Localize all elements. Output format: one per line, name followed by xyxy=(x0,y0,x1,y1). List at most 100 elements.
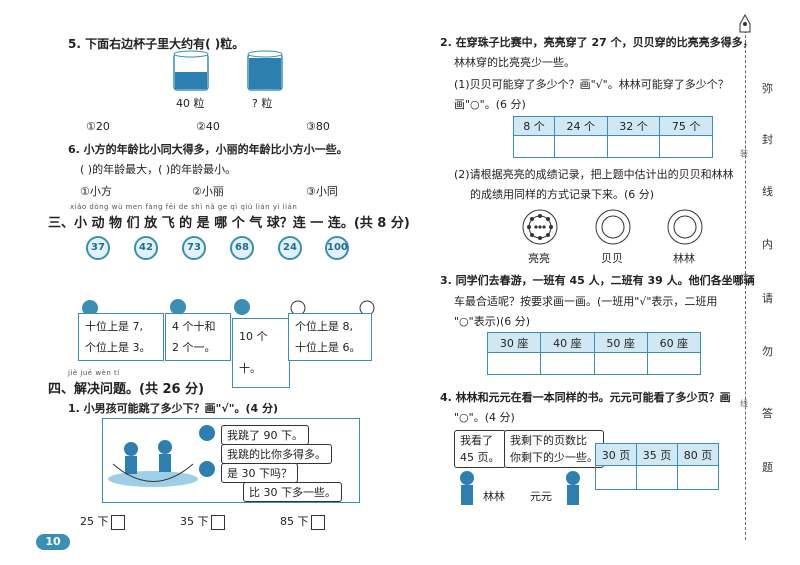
seal-char-2: 封 xyxy=(762,133,773,146)
q3-text-2: 车最合适呢？按要求画一画。(一班用"√"表示，二班用 xyxy=(454,295,718,308)
q3-answer-cell[interactable] xyxy=(593,352,648,375)
q4-answer-cell[interactable] xyxy=(595,465,637,490)
q5-text: 5. 下面右边杯子里大约有( )粒。 xyxy=(68,37,245,51)
answer-25[interactable]: 25 下 xyxy=(80,513,125,530)
animal-heads xyxy=(82,299,375,316)
q3-answer-cell[interactable] xyxy=(540,352,595,375)
q3-table: 30 座 40 座 50 座 60 座 xyxy=(486,332,702,375)
answer-85-label: 85 下 xyxy=(280,515,309,528)
seal-dashed-line xyxy=(745,20,746,540)
q3-text-1: 3. 同学们去春游，一班有 45 人，二班有 39 人。他们各坐哪辆 xyxy=(440,274,755,287)
name-linlin: 林林 xyxy=(673,252,695,265)
q3-answer-cell[interactable] xyxy=(486,352,542,375)
children-figures xyxy=(460,471,580,505)
q2-text-2: 林林穿的比亮亮少一些。 xyxy=(454,56,575,69)
name-linlin-q4: 林林 xyxy=(483,490,505,503)
bubble-linlin-line-2: 45 页。 xyxy=(460,451,500,464)
q4-table: 30 页 35 页 80 页 xyxy=(595,443,719,490)
q6-sub: ( )的年龄最大，( )的年龄最小。 xyxy=(80,163,237,176)
answer-35[interactable]: 35 下 xyxy=(180,513,225,530)
name-beibei: 贝贝 xyxy=(601,252,623,265)
answer-35-label: 35 下 xyxy=(180,515,209,528)
kids-heads xyxy=(199,425,215,477)
section4-title: 四、解决问题。(共 26 分) xyxy=(48,382,205,397)
q2-table: 8 个 24 个 32 个 75 个 xyxy=(513,116,713,158)
answer-25-box[interactable] xyxy=(110,514,125,530)
card-4[interactable]: 个位上是 8, 十位上是 6。 xyxy=(288,313,372,361)
bubble-4: 比 30 下多一些。 xyxy=(243,482,342,502)
q2-answer-cell[interactable] xyxy=(606,135,661,158)
card-1-line-1: 十位上是 7, xyxy=(85,320,143,333)
q6-option-2[interactable]: ②小丽 xyxy=(192,185,224,198)
q2-col-24: 24 个 xyxy=(553,116,608,136)
bubble-yuanyuan: 我剩下的页数比 你剩下的少一些。 xyxy=(504,430,604,468)
seal-char-4: 内 xyxy=(762,238,773,251)
q2-sub2-b: 的成绩用同样的方式记录下来。(6 分) xyxy=(470,188,655,201)
balloon-100[interactable]: 100 xyxy=(325,236,349,260)
q5-option-2[interactable]: ②40 xyxy=(196,120,220,133)
q3-answer-cell[interactable] xyxy=(646,352,702,375)
balloon-73[interactable]: 73 xyxy=(182,236,206,260)
q6-option-1[interactable]: ①小方 xyxy=(80,185,112,198)
q3-col-50: 50 座 xyxy=(593,332,648,353)
answer-85[interactable]: 85 下 xyxy=(280,513,325,530)
q2-answer-cell[interactable] xyxy=(513,135,555,158)
bubble-3: 是 30 下吗？ xyxy=(221,463,298,483)
seal-mark-1: 装 xyxy=(740,149,748,158)
section3-title: 三、小 动 物 们 放 飞 的 是 哪 个 气 球？连 一 连。(共 8 分) xyxy=(48,216,410,231)
q4-col-30: 30 页 xyxy=(595,443,637,466)
seal-char-8: 题 xyxy=(762,461,773,474)
card-3-line-1: 10 个十。 xyxy=(239,330,268,375)
jar-right-label: ? 粒 xyxy=(252,97,273,110)
answer-25-label: 25 下 xyxy=(80,515,109,528)
q2-sub2-a: (2)请根据亮亮的成绩记录，把上题中估计出的贝贝和林林 xyxy=(454,168,734,181)
bubble-yuanyuan-line-2: 你剩下的少一些。 xyxy=(510,451,598,464)
q2-sub1-b: 画"○"。(6 分) xyxy=(454,98,526,111)
page-number: 10 xyxy=(36,534,70,550)
jar-left-label: 40 粒 xyxy=(176,97,205,110)
q6-option-3[interactable]: ③小同 xyxy=(306,185,338,198)
seal-char-1: 弥 xyxy=(762,82,773,95)
balloon-24[interactable]: 24 xyxy=(278,236,302,260)
card-4-line-2: 十位上是 6。 xyxy=(295,341,361,354)
balloon-68[interactable]: 68 xyxy=(230,236,254,260)
q2-col-8: 8 个 xyxy=(513,116,555,136)
card-3[interactable]: 10 个十。 xyxy=(232,318,290,388)
q4-answer-cell[interactable] xyxy=(636,465,678,490)
q3-text-3: "○"表示)(6 分) xyxy=(454,315,531,328)
section4-pinyin: jiě jué wèn tí xyxy=(68,369,120,377)
section3-pinyin: xiǎo dòng wù men fàng fēi de shì nǎ ge q… xyxy=(70,203,298,211)
q4-text-2: "○"。(4 分) xyxy=(454,411,515,424)
q2-answer-cell[interactable] xyxy=(659,135,713,158)
seal-char-6: 勿 xyxy=(762,345,773,358)
bubble-2: 我跳的比你多得多。 xyxy=(221,444,332,464)
seal-char-5: 请 xyxy=(762,292,773,305)
skipping-illustration: 我跳了 90 下。 我跳的比你多得多。 是 30 下吗？ 比 30 下多一些。 xyxy=(102,418,360,503)
q4-answer-cell[interactable] xyxy=(677,465,719,490)
card-2[interactable]: 4 个十和 2 个一。 xyxy=(165,313,231,361)
jar-right xyxy=(247,50,283,91)
s4-q1-text: 1. 小男孩可能跳了多少下？画"√"。(4 分) xyxy=(68,402,278,415)
answer-85-box[interactable] xyxy=(310,514,325,530)
card-1[interactable]: 十位上是 7, 个位上是 3。 xyxy=(78,313,164,361)
answer-35-box[interactable] xyxy=(210,514,225,530)
balloon-42[interactable]: 42 xyxy=(134,236,158,260)
balloon-37[interactable]: 37 xyxy=(86,236,110,260)
card-2-line-1: 4 个十和 xyxy=(172,320,216,333)
bubble-1: 我跳了 90 下。 xyxy=(221,425,309,445)
q5-option-1[interactable]: ①20 xyxy=(86,120,110,133)
q3-col-60: 60 座 xyxy=(646,332,702,353)
q2-answer-cell[interactable] xyxy=(553,135,608,158)
q2-sub1-a: (1)贝贝可能穿了多少个？画"√"。林林可能穿了多少个？ xyxy=(454,78,729,91)
seal-char-7: 答 xyxy=(762,407,773,420)
rocket-icon xyxy=(739,14,751,33)
jar-left xyxy=(173,50,209,91)
q4-col-80: 80 页 xyxy=(677,443,719,466)
card-2-line-2: 2 个一。 xyxy=(172,341,216,354)
q5-option-3[interactable]: ③80 xyxy=(306,120,330,133)
q3-col-40: 40 座 xyxy=(540,332,595,353)
q2-col-75: 75 个 xyxy=(659,116,713,136)
q2-col-32: 32 个 xyxy=(606,116,661,136)
q2-text-1: 2. 在穿珠子比赛中，亮亮穿了 27 个，贝贝穿的比亮亮多得多， xyxy=(440,36,754,49)
name-liangliang: 亮亮 xyxy=(528,252,550,265)
